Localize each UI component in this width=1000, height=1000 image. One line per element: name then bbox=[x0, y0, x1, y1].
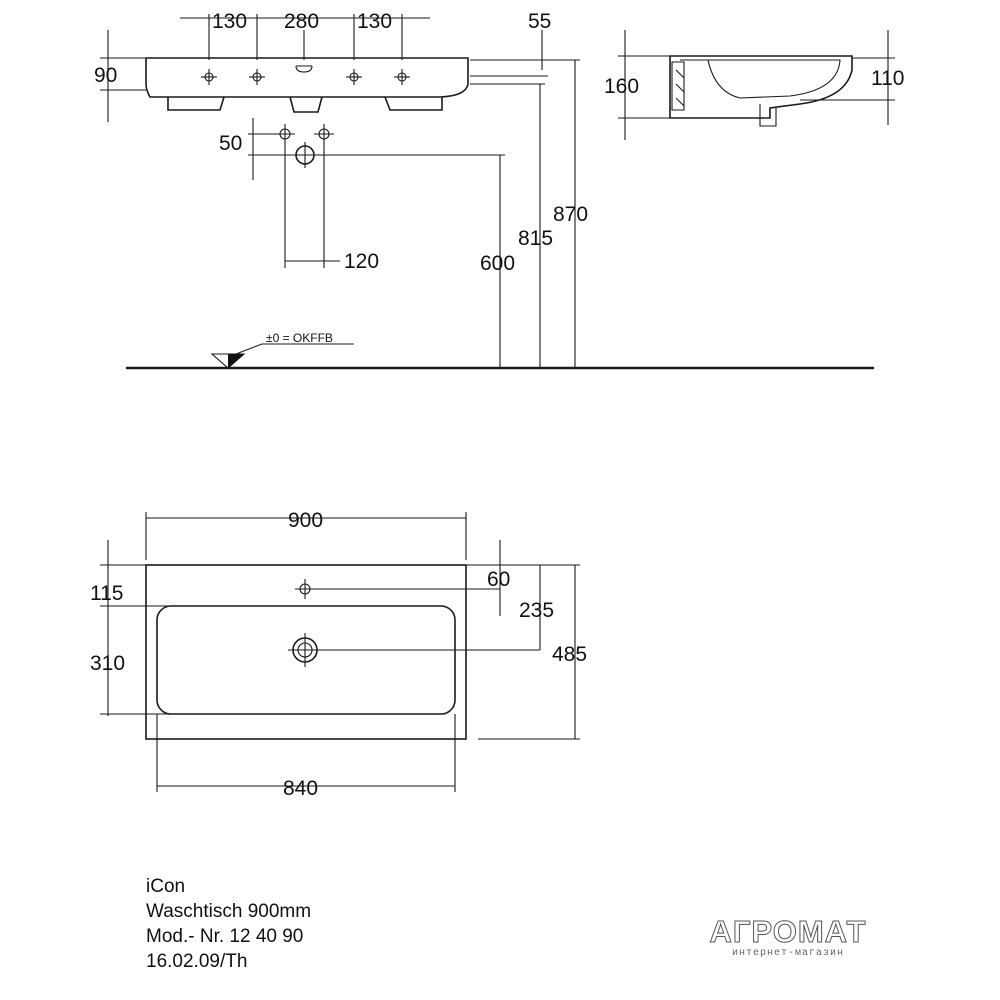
dim-60: 60 bbox=[487, 568, 510, 591]
dim-130-left: 130 bbox=[212, 10, 247, 33]
caption-model-name: iCon bbox=[146, 876, 186, 897]
overflow-slot bbox=[295, 65, 313, 73]
logo-sub-text: интернет-магазин bbox=[731, 948, 844, 959]
front-elevation: 130 280 130 55 90 50 120 600 815 bbox=[94, 10, 874, 370]
dim-110: 110 bbox=[871, 67, 904, 90]
drawing-caption: iCon Waschtisch 900mm Mod.- Nr. 12 40 90… bbox=[146, 874, 311, 974]
tap-holes bbox=[201, 65, 410, 85]
basin-bowl-outline bbox=[156, 605, 456, 715]
dim-870: 870 bbox=[553, 203, 588, 226]
caption-model-number: Mod.- Nr. 12 40 90 bbox=[146, 926, 304, 947]
drain-plan bbox=[288, 633, 540, 667]
side-drain bbox=[759, 104, 777, 127]
dim-900: 900 bbox=[288, 509, 323, 532]
dim-485: 485 bbox=[552, 643, 587, 666]
top-dimension-chain bbox=[180, 14, 430, 60]
dim-115: 115 bbox=[90, 582, 123, 605]
dim-310: 310 bbox=[90, 652, 125, 675]
basin-left-foot bbox=[167, 96, 225, 111]
basin-front-outline bbox=[145, 57, 469, 98]
side-section: 160 110 bbox=[604, 30, 904, 140]
basin-plan-outline bbox=[145, 564, 467, 740]
dim-280: 280 bbox=[284, 10, 319, 33]
caption-date: 16.02.09/Th bbox=[146, 951, 248, 972]
dim-130-right: 130 bbox=[357, 10, 392, 33]
dim-90: 90 bbox=[94, 64, 117, 87]
wall-section bbox=[671, 61, 685, 111]
dim-600: 600 bbox=[480, 252, 515, 275]
supply-valves bbox=[275, 124, 334, 168]
floor-label: ±0 = OKFFB bbox=[266, 331, 333, 345]
dim-235: 235 bbox=[519, 599, 554, 622]
caption-description: Waschtisch 900mm bbox=[146, 901, 312, 922]
plan-view: 900 840 115 310 60 235 485 bbox=[90, 509, 587, 800]
dim-840: 840 bbox=[283, 777, 318, 800]
basin-side-inner bbox=[680, 59, 841, 99]
dim-50: 50 bbox=[219, 132, 242, 155]
drain-outlet bbox=[289, 96, 323, 113]
dim-120: 120 bbox=[344, 250, 379, 273]
dim-160: 160 bbox=[604, 75, 639, 98]
logo-main-text: АГРОМАТ bbox=[709, 914, 867, 949]
dim-55: 55 bbox=[528, 10, 551, 33]
basin-right-foot bbox=[384, 96, 443, 111]
basin-side-outline bbox=[669, 55, 853, 119]
watermark-logo: АГРОМАТ интернет-магазин bbox=[698, 914, 878, 960]
dim-815: 815 bbox=[518, 227, 553, 250]
